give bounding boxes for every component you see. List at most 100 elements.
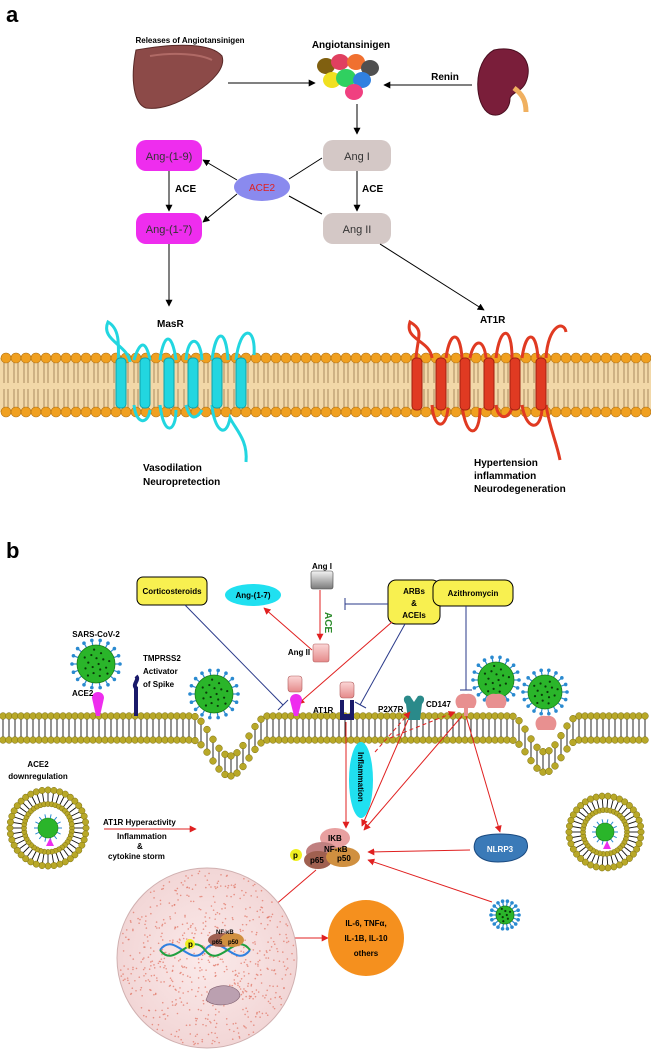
vesicle-left-icon (6, 786, 90, 870)
sars-cov-2-virus-icon (489, 899, 521, 931)
inflammation-label: inflammation (474, 471, 536, 482)
angiotensinogen-cluster-icon (317, 54, 379, 100)
azithromycin-box: Azithromycin (432, 579, 514, 607)
ang-ii-to-ace2-line (288, 195, 323, 215)
ang-1-9-label: Ang-(1-9) (146, 151, 192, 163)
ace2-center-receptor-icon (287, 675, 303, 716)
nuc-p50-label: p50 (228, 940, 239, 946)
arbs-label: ARBs (403, 587, 425, 596)
tmprss2-label: TMPRSS2 (143, 654, 181, 663)
panel-a-label: a (6, 2, 19, 27)
membrane-a (0, 352, 651, 418)
ace-right-label: ACE (362, 184, 383, 195)
of-spike-label: of Spike (143, 680, 175, 689)
p2x7r-label: P2X7R (378, 705, 404, 714)
renin-label: Renin (431, 72, 459, 83)
masr-receptor-icon (105, 319, 256, 463)
aceis-label: ACEIs (402, 611, 426, 620)
liver-icon (132, 44, 224, 109)
nuc-p65-label: p65 (212, 940, 223, 946)
nucleus-icon: p NF-κB p65 p50 (116, 867, 298, 1049)
ang-ii-b-label: Ang II (288, 648, 310, 657)
right-receptor-icon (485, 693, 557, 730)
ang-ii-block: Ang II (288, 643, 330, 663)
nfkb-complex-icon: IKB NF-κB p65 p50 p (290, 828, 360, 869)
cytokine-storm-label: cytokine storm (108, 852, 165, 861)
ang-i-block: Ang I (310, 562, 334, 590)
ace2-label: ACE2 (249, 183, 276, 194)
nfkb-label: NF-κB (324, 845, 348, 854)
angiotensinogen-label: Angiotansinigen (312, 40, 390, 51)
arbs-to-ace2-arrow (297, 621, 393, 705)
at1r-hyper-label: AT1R Hyperactivity (103, 818, 176, 827)
cytokines-line1: IL-6, TNFα, (345, 919, 386, 928)
ace2-down-label: ACE2 (27, 760, 49, 769)
ang-i-b-label: Ang I (312, 562, 332, 571)
azithromycin-label: Azithromycin (448, 589, 499, 598)
nuc-nfkb-label: NF-κB (216, 930, 234, 936)
at1r-label: AT1R (480, 315, 506, 326)
kidney-icon (477, 48, 529, 116)
ang-1-7-oval: Ang-(1-7) (225, 584, 281, 606)
hypertension-label: Hypertension (474, 458, 538, 469)
ace2-oval: ACE2 (234, 173, 290, 201)
arbs-amp-label: & (411, 599, 417, 608)
sars-cov-2-virus-icon (70, 638, 122, 690)
at1r-receptor-icon (407, 319, 568, 461)
ang-1-7-oval-label: Ang-(1-7) (235, 591, 270, 600)
neurodegeneration-label: Neurodegeneration (474, 484, 566, 495)
vasodilation-label: Vasodilation (143, 463, 202, 474)
panel-b-label: b (6, 538, 19, 563)
cytokines-line2: IL-1B, IL-10 (344, 934, 388, 943)
inflammation-small-label: Inflammation (117, 832, 167, 841)
ace-left-label: ACE (175, 184, 196, 195)
membrane-b (0, 712, 649, 780)
ace-vertical-label: ACE (322, 612, 333, 633)
inhibition-lines (184, 598, 472, 711)
cd147-label: CD147 (426, 700, 451, 709)
inflammation-vertical-label: Inflammation (356, 752, 365, 802)
cytokines-circle: IL-6, TNFα, IL-1B, IL-10 others (328, 900, 404, 976)
amp-label: & (137, 842, 143, 851)
nlrp3-box: NLRP3 (473, 833, 528, 863)
ace2-to-ang-1-7-arrow (202, 193, 238, 223)
corticosteroids-box: Corticosteroids (136, 576, 208, 606)
nucleolus-icon (205, 985, 241, 1006)
cytokines-line3: others (354, 949, 379, 958)
ang-ii-box: Ang II (323, 213, 391, 244)
neuroprotection-label: Neuropretection (143, 477, 220, 488)
p50-label: p50 (337, 854, 351, 863)
sars-cov-2-virus-icon (521, 668, 569, 716)
ang-i-box: Ang I (323, 140, 391, 171)
ace2-b-label: ACE2 (72, 689, 94, 698)
ang-i-to-ace2-line (288, 157, 323, 180)
sars-cov-2-label: SARS-CoV-2 (72, 630, 120, 639)
ang-ii-label: Ang II (343, 224, 372, 236)
p-label: p (293, 851, 298, 860)
ace2-to-ang-1-9-arrow (202, 159, 238, 181)
nlrp3-label: NLRP3 (487, 845, 514, 854)
downregulation-label: downregulation (8, 772, 68, 781)
arbs-aceis-box: ARBs & ACEIs (387, 579, 441, 625)
ang-1-7-box: Ang-(1-7) (136, 213, 202, 244)
tmprss2-icon (132, 674, 140, 716)
releases-label: Releases of Angiotansinigen (135, 36, 244, 45)
ikb-label: IKB (328, 834, 342, 843)
ace2-receptor-icon (92, 692, 104, 716)
masr-label: MasR (157, 319, 184, 330)
cd147-icon (455, 693, 477, 716)
ang-1-7-label: Ang-(1-7) (146, 224, 192, 236)
inflammation-oval: Inflammation (349, 742, 373, 818)
ang-ii-to-at1r-arrow (379, 243, 485, 311)
p65-label: p65 (310, 856, 324, 865)
at1r-b-receptor-icon (339, 681, 355, 720)
ang-i-label: Ang I (344, 151, 370, 163)
ang-1-9-box: Ang-(1-9) (136, 140, 202, 171)
activator-label: Activator (143, 667, 178, 676)
sars-cov-2-virus-icon (188, 668, 240, 720)
nuc-p-label: p (188, 940, 193, 949)
ang-ii-to-ang-1-7-arrow (263, 607, 313, 651)
at1r-b-label: AT1R (313, 706, 334, 715)
vesicle-right-icon (565, 792, 645, 872)
